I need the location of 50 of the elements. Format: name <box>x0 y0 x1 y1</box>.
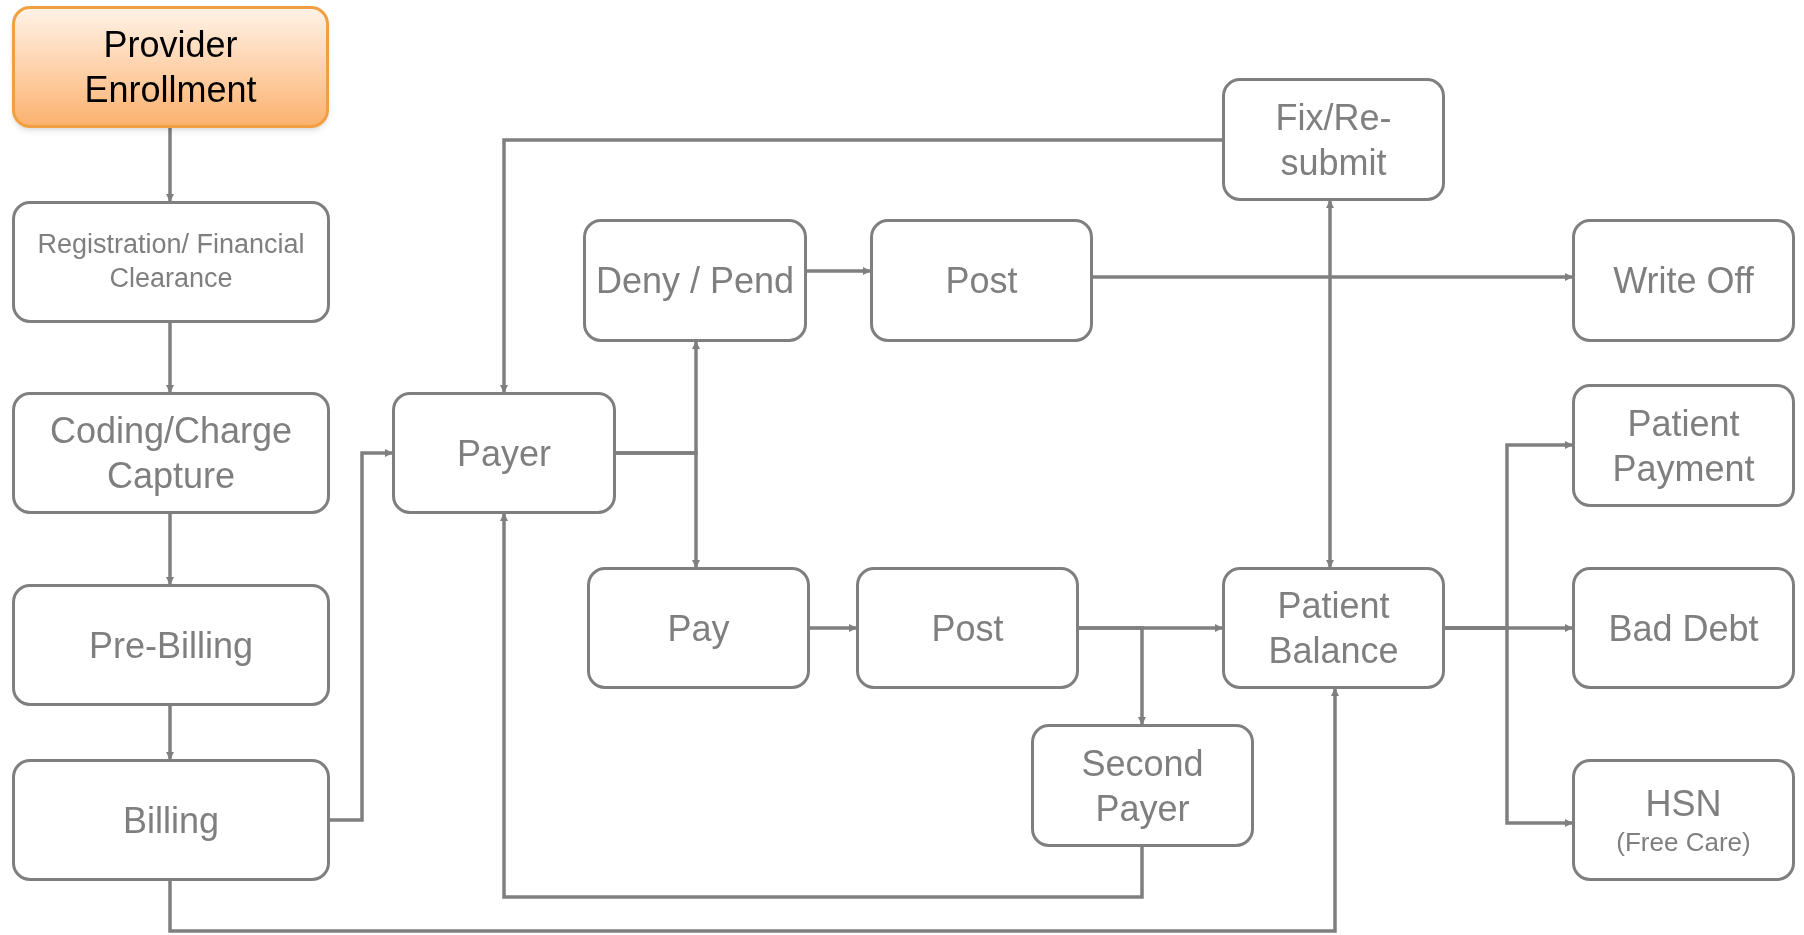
arrow <box>1079 626 1146 725</box>
arrow <box>1445 626 1573 827</box>
box-label: Pre-Billing <box>88 623 254 668</box>
arrow <box>166 706 174 760</box>
box-label: Registration/ Financial Clearance <box>36 228 306 295</box>
process-box <box>856 567 1079 689</box>
box-label: Patient Balance <box>1267 584 1400 673</box>
arrow <box>810 624 857 632</box>
box-label: Provider Enrollment <box>83 23 258 112</box>
arrow <box>168 688 1339 933</box>
arrow <box>166 128 174 202</box>
arrow <box>500 513 1144 899</box>
process-box <box>12 392 330 514</box>
box-label: Second Payer <box>1080 741 1205 831</box>
box-label: Pay <box>667 606 730 651</box>
process-box <box>1031 724 1254 847</box>
box-label: Bad Debt <box>1608 606 1759 651</box>
box-label: (Free Care) <box>1616 826 1751 859</box>
process-box <box>1222 567 1445 689</box>
process-box <box>1572 567 1795 689</box>
arrow <box>500 138 1222 393</box>
start-box <box>12 6 329 128</box>
box-label: Patient Payment <box>1611 401 1756 491</box>
process-box <box>583 219 807 342</box>
process-box <box>1222 78 1445 201</box>
arrow <box>1326 200 1334 568</box>
box-label: Deny / Pend <box>595 259 795 303</box>
process-box <box>12 201 330 323</box>
arrow <box>166 323 174 393</box>
box-label: Fix/Re- submit <box>1274 95 1393 185</box>
box-label: HSN <box>1645 782 1722 827</box>
process-box <box>587 567 810 689</box>
process-box <box>1572 759 1795 881</box>
arrow <box>330 449 393 822</box>
process-box <box>1572 384 1795 507</box>
arrow <box>807 267 871 275</box>
arrow <box>166 514 174 585</box>
box-label: Write Off <box>1613 259 1754 303</box>
process-box <box>12 759 330 881</box>
box-label: Post <box>945 259 1018 303</box>
box-label: Post <box>931 606 1004 651</box>
process-box <box>870 219 1093 342</box>
process-box <box>12 584 330 706</box>
process-box <box>392 392 616 514</box>
box-label: Billing <box>122 798 219 843</box>
process-box <box>1572 219 1795 342</box>
arrow <box>1093 273 1573 281</box>
box-label: Payer <box>456 431 551 476</box>
arrow <box>616 451 700 568</box>
box-label: Coding/Charge Capture <box>48 409 294 498</box>
